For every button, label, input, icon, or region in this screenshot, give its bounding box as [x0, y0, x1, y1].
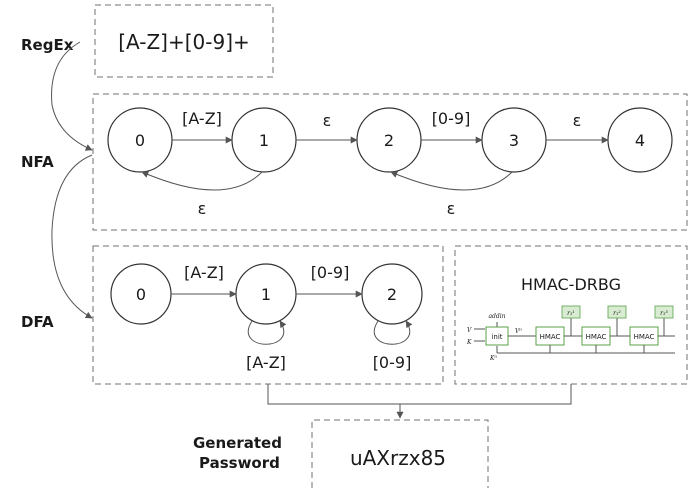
hmac-output-block: [654, 305, 674, 319]
nfa-back-edge: [390, 171, 513, 191]
hmac-input-addin: addin: [488, 313, 505, 320]
hmac-init-label: init: [491, 333, 502, 341]
nfa-state-label: 4: [635, 131, 645, 150]
hmac-v0: V⁰: [515, 328, 522, 335]
label-dfa: DFA: [21, 313, 54, 331]
dfa-edge-label: [0-9]: [373, 353, 412, 372]
hmac-output-label: r₁³: [660, 310, 668, 317]
nfa-edge-label: ε: [573, 111, 582, 130]
hmac-input-v: V: [467, 327, 472, 334]
regex-box: [94, 4, 274, 78]
dfa-state-label: 1: [261, 285, 271, 304]
nfa-state-label: 1: [259, 131, 269, 150]
dfa-graph: 0 1 2 [A-Z] [0-9] [A-Z] [0-9]: [110, 263, 423, 372]
nfa-state-label: 0: [135, 131, 145, 150]
hmac-output-label: r₁¹: [567, 310, 575, 317]
password-box: [311, 419, 489, 488]
dfa-self-loop: [248, 320, 287, 345]
label-nfa: NFA: [21, 153, 54, 171]
hmac-block-label: HMAC: [586, 333, 607, 341]
label-generated: Generated: [193, 434, 282, 452]
nfa-state-label: 2: [384, 131, 394, 150]
dfa-edge-label: [0-9]: [311, 263, 350, 282]
generated-password: uAXrzx85: [350, 446, 446, 470]
regex-to-nfa-arrow: [51, 41, 93, 151]
hmac-output-label: r₁²: [613, 310, 621, 317]
hmac-k0: K⁰: [489, 355, 497, 362]
nfa-to-dfa-arrow: [51, 154, 93, 319]
nfa-edge-label: [A-Z]: [182, 109, 222, 128]
nfa-box: [92, 93, 688, 231]
hmac-output-block: [607, 305, 627, 319]
hmac-drbg-diagram: init V K addin V⁰ K⁰ HMAC HMAC HMAC r₁¹ …: [466, 305, 675, 362]
nfa-graph: 0 1 2 3 4 [A-Z] ε [0-9] ε ε ε: [107, 107, 673, 218]
dfa-edge-label: [A-Z]: [246, 353, 286, 372]
hmac-output-block: [561, 305, 581, 319]
label-regex: RegEx: [21, 36, 74, 54]
dfa-self-loop: [374, 320, 413, 345]
hmac-input-k: K: [466, 339, 472, 346]
nfa-state-label: 3: [509, 131, 519, 150]
merge-connector: [267, 384, 572, 405]
regex-pattern: [A-Z]+[0-9]+: [118, 30, 250, 54]
hmac-block-label: HMAC: [634, 333, 655, 341]
nfa-edge-label: ε: [447, 199, 456, 218]
nfa-back-edge: [141, 171, 263, 191]
hmac-title: HMAC-DRBG: [521, 275, 621, 294]
label-password: Password: [199, 454, 280, 472]
nfa-edge-label: [0-9]: [432, 109, 471, 128]
hmac-block-label: HMAC: [540, 333, 561, 341]
dfa-state-label: 0: [136, 285, 146, 304]
nfa-edge-label: ε: [198, 199, 207, 218]
dfa-state-label: 2: [387, 285, 397, 304]
nfa-edge-label: ε: [323, 111, 332, 130]
dfa-edge-label: [A-Z]: [184, 263, 224, 282]
